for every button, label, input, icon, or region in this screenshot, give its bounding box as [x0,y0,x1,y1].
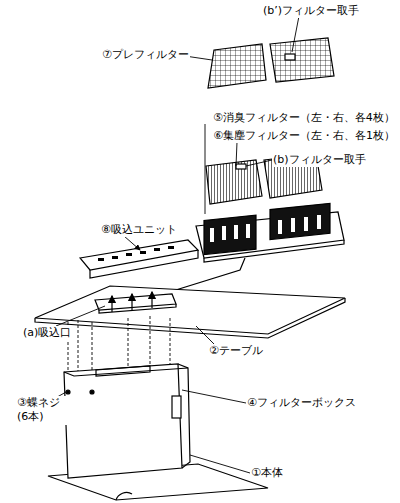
part-label: ③蝶ネジ (6本) [16,396,70,425]
suction-unit [80,240,198,278]
part-label: ⑦プレフィルター [101,48,190,62]
part-label: (a)吸込口 [22,326,72,340]
part-label: ⑥集塵フィルター（左・右、各1枚） [212,129,396,143]
part-label: ⑧吸込ユニット [100,223,178,237]
part-label: (b)フィルター取手 [272,153,367,167]
part-label: ①本体 [250,466,284,480]
pre-filter [208,38,334,88]
part-label: ④フィルターボックス [246,396,357,410]
part-label: (b’)フィルター取手 [262,4,360,18]
part-label: ⑤消臭フィルター（左・右、各4枚） [212,111,396,125]
part-label: ②テーブル [208,344,264,358]
table [35,286,345,338]
main-body [48,364,268,500]
